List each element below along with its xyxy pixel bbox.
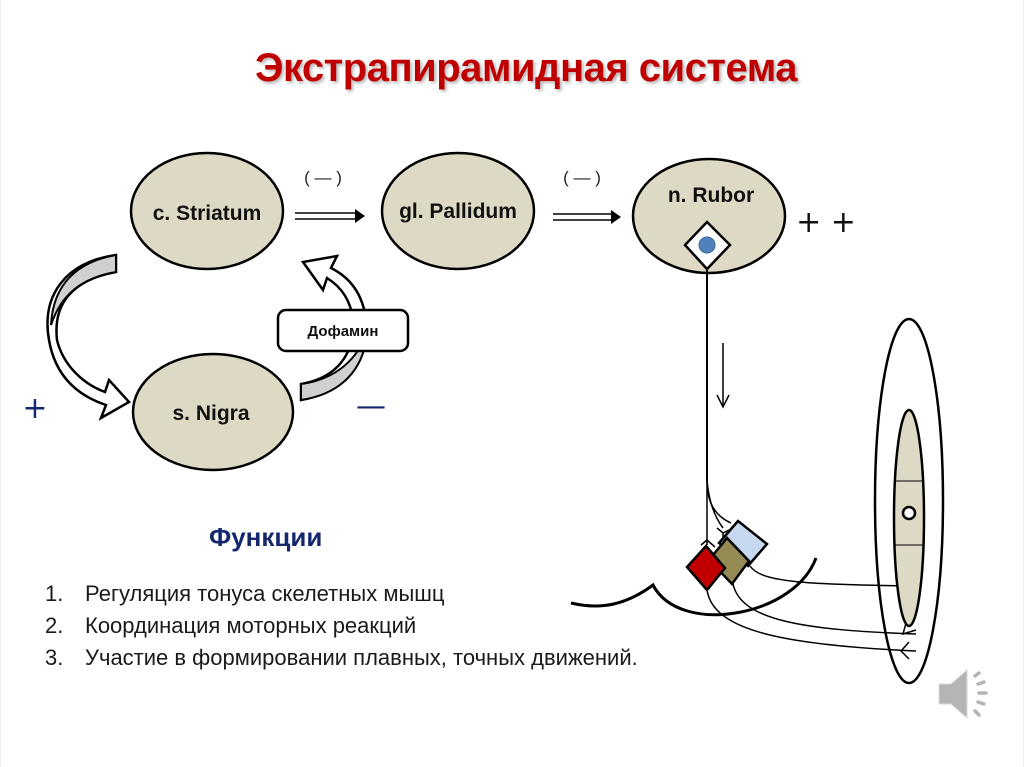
function-item: 1. Регуляция тонуса скелетных мышц: [45, 578, 665, 610]
receptor-cells: [685, 519, 769, 592]
node-pallidum: gl. Pallidum: [380, 151, 536, 271]
speaker-icon[interactable]: [931, 660, 1001, 730]
receptor-blue: [717, 519, 769, 568]
node-rubor-label: n. Rubor: [668, 184, 754, 207]
node-pallidum-label: gl. Pallidum: [399, 200, 517, 223]
curved-arrow-striatum-to-nigra: [46, 253, 131, 421]
arrow-pallidum-to-rubor: [553, 210, 621, 224]
node-striatum-label: c. Striatum: [153, 202, 262, 225]
function-item-number: 1.: [45, 581, 64, 606]
sign-rubor-plus: + +: [796, 205, 856, 240]
muscle-spindle: [873, 317, 945, 685]
arrow-striatum-to-pallidum: [295, 209, 365, 223]
receptor-olive: [707, 536, 751, 586]
sign-striatum-pallidum: ( — ): [304, 168, 342, 187]
sign-plus-left: +: [22, 391, 47, 426]
function-item-text: Координация моторных реакций: [85, 613, 417, 638]
arrow-down-icon: [716, 394, 730, 409]
muscle-outer-ellipse: [873, 317, 945, 685]
function-item: 2. Координация моторных реакций: [45, 610, 665, 642]
dopamine-label: Дофамин: [308, 323, 379, 340]
sign-pallidum-rubor: ( — ): [563, 168, 601, 187]
functions-heading: Функции: [209, 522, 323, 552]
spinal-gray-matter-curve: [570, 557, 818, 617]
node-nigra-label: s. Nigra: [172, 402, 249, 425]
slide-title: Экстрапирамидная система: [254, 46, 798, 90]
function-item-number: 3.: [45, 645, 64, 670]
sign-minus-right: —: [356, 389, 386, 424]
function-item-text: Регуляция тонуса скелетных мышц: [85, 581, 445, 606]
efferent-fibers: [706, 565, 917, 660]
spindle-nucleus-icon: [901, 505, 917, 521]
function-item-text: Участие в формировании плавных, точных д…: [85, 645, 638, 670]
functions-list: 1. Регуляция тонуса скелетных мышц 2. Ко…: [45, 578, 665, 674]
node-nigra: s. Nigra: [131, 352, 295, 472]
node-rubor: n. Rubor: [631, 157, 787, 275]
node-striatum: c. Striatum: [129, 151, 285, 271]
dopamine-label-box: Дофамин: [276, 308, 410, 353]
function-item: 3. Участие в формировании плавных, точны…: [45, 642, 665, 674]
function-item-number: 2.: [45, 613, 64, 638]
descending-axon: [700, 269, 734, 548]
nucleus-dot-icon: [698, 236, 716, 254]
